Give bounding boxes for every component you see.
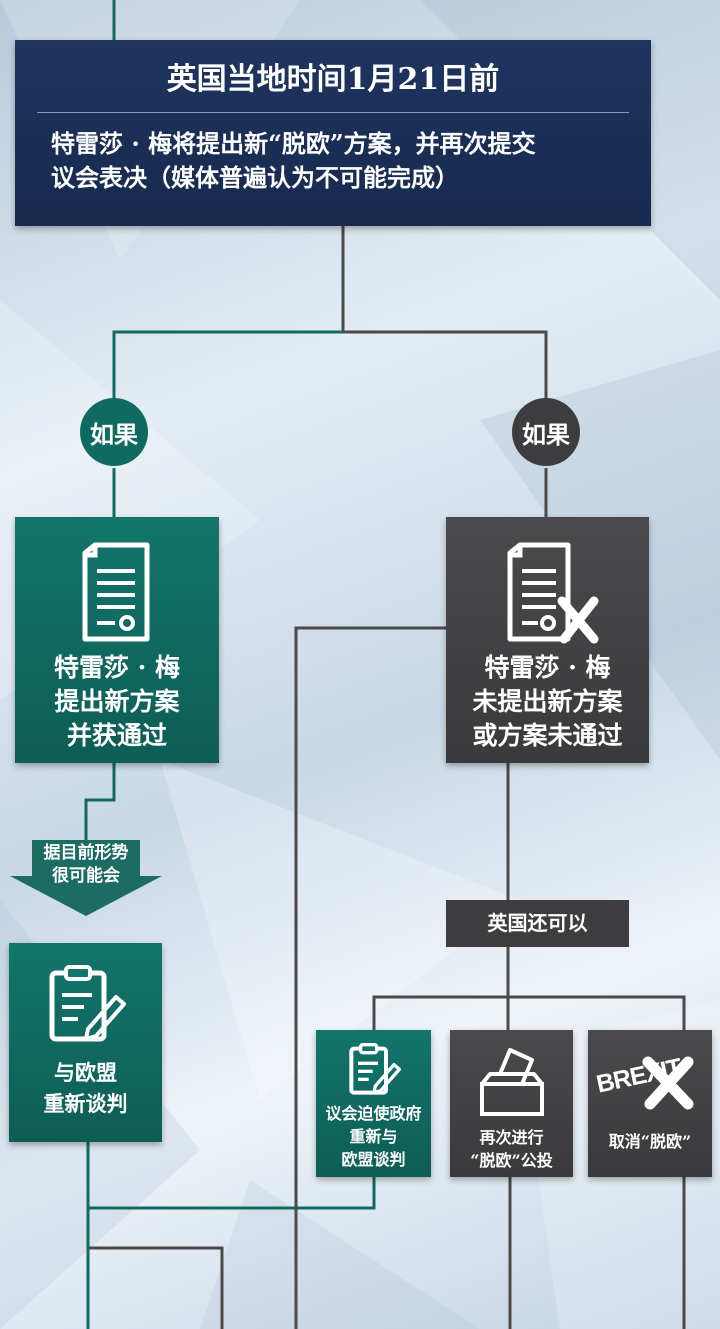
parliament-line3: 欧盟谈判 (341, 1150, 406, 1169)
connector-right-box-left (294, 626, 446, 1329)
plan-approved-line1: 特雷莎 · 梅 (53, 653, 181, 682)
if-left-badge: 如果 (80, 398, 148, 466)
connector-parliament-merge (88, 1177, 376, 1210)
connector-to-right-if (343, 330, 548, 400)
header-line1: 特雷莎 · 梅将提出新“脱欧”方案，并再次提交 (51, 129, 536, 158)
connector-branch-bottom (88, 1246, 224, 1329)
plan-failed-box: 特雷莎 · 梅 未提出新方案 或方案未通过 (446, 517, 649, 763)
plan-failed-line2: 未提出新方案 (472, 687, 623, 716)
renegotiate-box: 与欧盟 重新谈判 (9, 943, 162, 1142)
referendum-line1: 再次进行 (479, 1128, 544, 1147)
plan-failed-line1: 特雷莎 · 梅 (484, 653, 611, 682)
parliament-line2: 重新与 (349, 1127, 398, 1146)
uk-can-label: 英国还可以 (446, 900, 629, 947)
connector-to-left-if (112, 330, 343, 400)
likely-line2: 很可能会 (52, 866, 120, 886)
plan-approved-line3: 并获通过 (66, 721, 167, 750)
header-divider (37, 112, 629, 113)
cross-icon (642, 1056, 694, 1110)
parliament-line1: 议会迫使政府 (325, 1104, 422, 1123)
option-referendum-box: 再次进行 “脱欧”公投 (450, 1030, 573, 1177)
option-parliament-box: 议会迫使政府 重新与 欧盟谈判 (316, 1030, 431, 1177)
plan-failed-line3: 或方案未通过 (472, 721, 623, 750)
renegotiate-line2: 重新谈判 (43, 1091, 128, 1116)
likely-line1: 据目前形势 (43, 843, 129, 863)
referendum-line2: “脱欧”公投 (470, 1151, 553, 1170)
connector-left-box-arrow (84, 763, 116, 840)
header-line2: 议会表决（媒体普遍认为不可能完成） (51, 163, 459, 192)
ballot-box-icon (479, 1048, 544, 1116)
clipboard-pen-icon (49, 965, 126, 1042)
likely-arrow-label: 据目前形势 很可能会 (22, 842, 150, 888)
connector-options-bar (372, 995, 686, 1030)
option-cancel-box: BREXIT 取消“脱欧” (588, 1030, 712, 1177)
likely-arrow (10, 840, 162, 916)
if-right-badge: 如果 (512, 398, 580, 466)
plan-approved-line2: 提出新方案 (54, 687, 180, 716)
header-title: 英国当地时间1月21日前 (166, 62, 500, 97)
plan-approved-box: 特雷莎 · 梅 提出新方案 并获通过 (15, 517, 219, 763)
header-box: 英国当地时间1月21日前 特雷莎 · 梅将提出新“脱欧”方案，并再次提交 议会表… (15, 40, 651, 226)
document-rejected-icon (507, 542, 599, 644)
brexit-logo: BREXIT (588, 1030, 712, 1116)
renegotiate-line1: 与欧盟 (54, 1060, 117, 1085)
clipboard-pen-icon (348, 1043, 401, 1095)
cancel-label: 取消“脱欧” (608, 1132, 692, 1151)
document-icon (82, 542, 150, 642)
